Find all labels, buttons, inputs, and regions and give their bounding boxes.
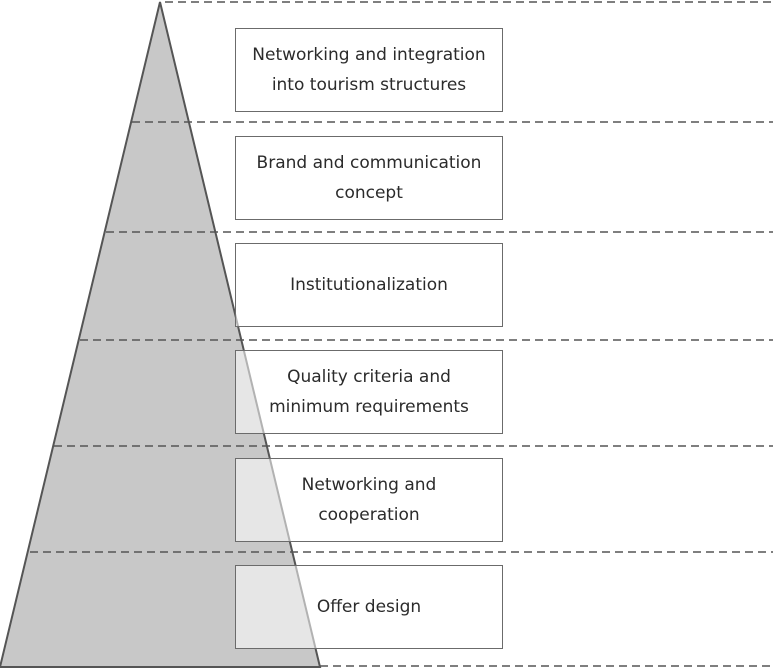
level-box-networking-cooperation: Networking and cooperation	[235, 458, 503, 542]
level-box-offer-design: Offer design	[235, 565, 503, 649]
level-label: Offer design	[316, 597, 422, 617]
level-label: Quality criteria and minimum requirement…	[269, 367, 469, 417]
level-label: Networking and cooperation	[301, 475, 437, 525]
level-label: Brand and communication concept	[256, 153, 482, 203]
level-label: Networking and integration into tourism …	[252, 45, 486, 95]
level-box-networking-integration: Networking and integration into tourism …	[235, 28, 503, 112]
level-label: Institutionalization	[290, 275, 448, 295]
level-box-quality-criteria: Quality criteria and minimum requirement…	[235, 350, 503, 434]
level-box-institutionalization: Institutionalization	[235, 243, 503, 327]
level-box-brand-communication: Brand and communication concept	[235, 136, 503, 220]
